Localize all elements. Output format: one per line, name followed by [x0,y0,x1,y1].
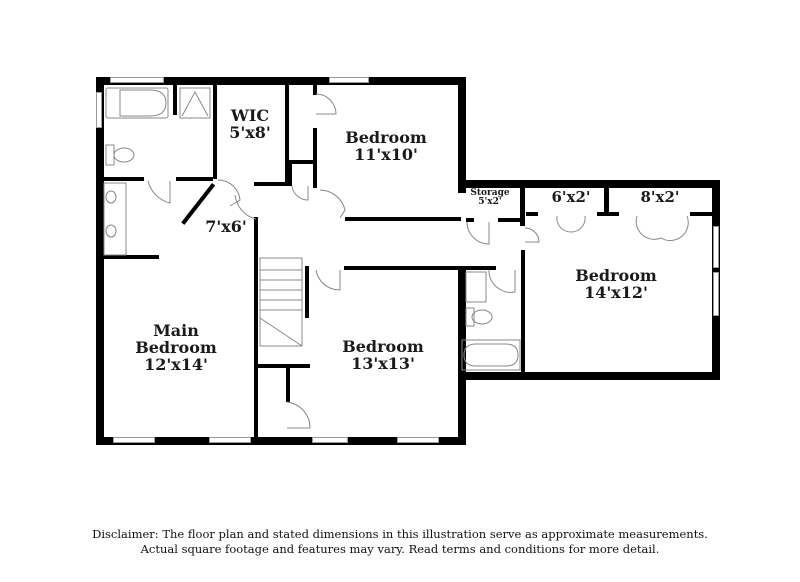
wall [288,160,316,164]
room-label-bedroom-right: Bedroom 14'x12' [575,266,657,302]
wall [313,85,317,95]
wall [286,368,290,402]
wall [96,437,466,445]
room-label-hall: 7'x6' [205,217,247,236]
wall [526,212,538,216]
shower-icon [179,87,211,119]
bathtub-icon [461,339,521,371]
disclaimer-line-1: Disclaimer: The floor plan and stated di… [92,527,708,541]
room-label-main-bedroom: Main Bedroom 12'x14' [135,321,217,374]
room-label-bedroom-top: Bedroom 11'x10' [345,128,427,164]
bathtub-icon [105,87,169,119]
room-dimensions: 12'x14' [144,354,208,374]
room-dimensions: 8'x2' [640,188,680,206]
window [713,272,719,316]
door-icon [488,269,516,293]
wall [258,364,310,368]
wall [173,85,177,115]
room-label-storage: Storage 5'x2' [470,188,510,208]
window [713,226,719,268]
room-dimensions: 13'x13' [351,353,415,373]
wall [520,186,525,226]
door-icon [315,93,337,115]
room-name: Bedroom [575,266,657,285]
door-icon [286,401,311,429]
wall [498,218,520,222]
door-icon [524,227,540,243]
wall [344,266,496,270]
disclaimer-line-2: Actual square footage and features may v… [140,542,660,556]
door-icon [217,179,241,207]
door-icon [315,269,341,291]
fixtures-layer [103,87,689,429]
wall [305,266,309,318]
wall [104,255,159,259]
door-icon [319,189,346,219]
wall [521,250,525,374]
window [110,77,164,83]
wall [690,212,714,216]
wall [254,217,258,445]
window [312,437,348,443]
room-dimensions: 5'x8' [229,122,271,142]
toilet-icon [465,307,475,327]
vanity-icon [103,182,127,256]
window [209,437,251,443]
room-dimensions: 14'x12' [584,282,648,302]
wall [288,160,292,186]
closet-door-icon [635,215,689,242]
wall [176,177,213,181]
room-name: Storage [470,188,510,198]
wall [345,217,461,221]
window [329,77,369,83]
room-label-closet-6x2: 6'x2' [551,188,591,206]
toilet-icon [105,144,115,166]
wall [313,128,317,188]
room-dimensions: 7'x6' [205,217,247,236]
wall [466,218,474,222]
door-icon [147,180,171,204]
door-icon [234,194,257,220]
wall [604,186,609,216]
door-icon [466,221,490,245]
wall [285,85,289,185]
wall [458,266,474,270]
door-icon [291,185,309,201]
room-dimensions: 11'x10' [354,144,418,164]
room-dimensions: 6'x2' [551,188,591,206]
wall [254,182,288,186]
closet-door-icon [556,215,586,233]
window [397,437,439,443]
room-name: Main [153,321,199,340]
wall [96,77,104,445]
wall [213,85,217,179]
wall [458,372,720,380]
window [113,437,155,443]
wall [104,177,144,181]
disclaimer: Disclaimer: The floor plan and stated di… [0,527,800,557]
sink-icon [465,271,487,303]
room-name: Bedroom [345,128,427,147]
wall [458,77,466,193]
room-label-closet-8x2: 8'x2' [640,188,680,206]
room-name: WIC [230,106,270,125]
window [96,92,102,128]
wall [458,180,720,188]
room-label-bedroom-center: Bedroom 13'x13' [342,337,424,373]
stairs-icon [259,257,303,347]
room-label-wic: WIC 5'x8' [229,106,271,142]
wall [597,212,619,216]
floor-plan: WIC 5'x8' Bedroom 11'x10' Storage 5'x2' … [96,77,720,445]
room-name: Bedroom [342,337,424,356]
room-dimensions: 5'x2' [478,197,502,208]
wall [96,77,466,85]
room-name: Bedroom [135,337,217,357]
